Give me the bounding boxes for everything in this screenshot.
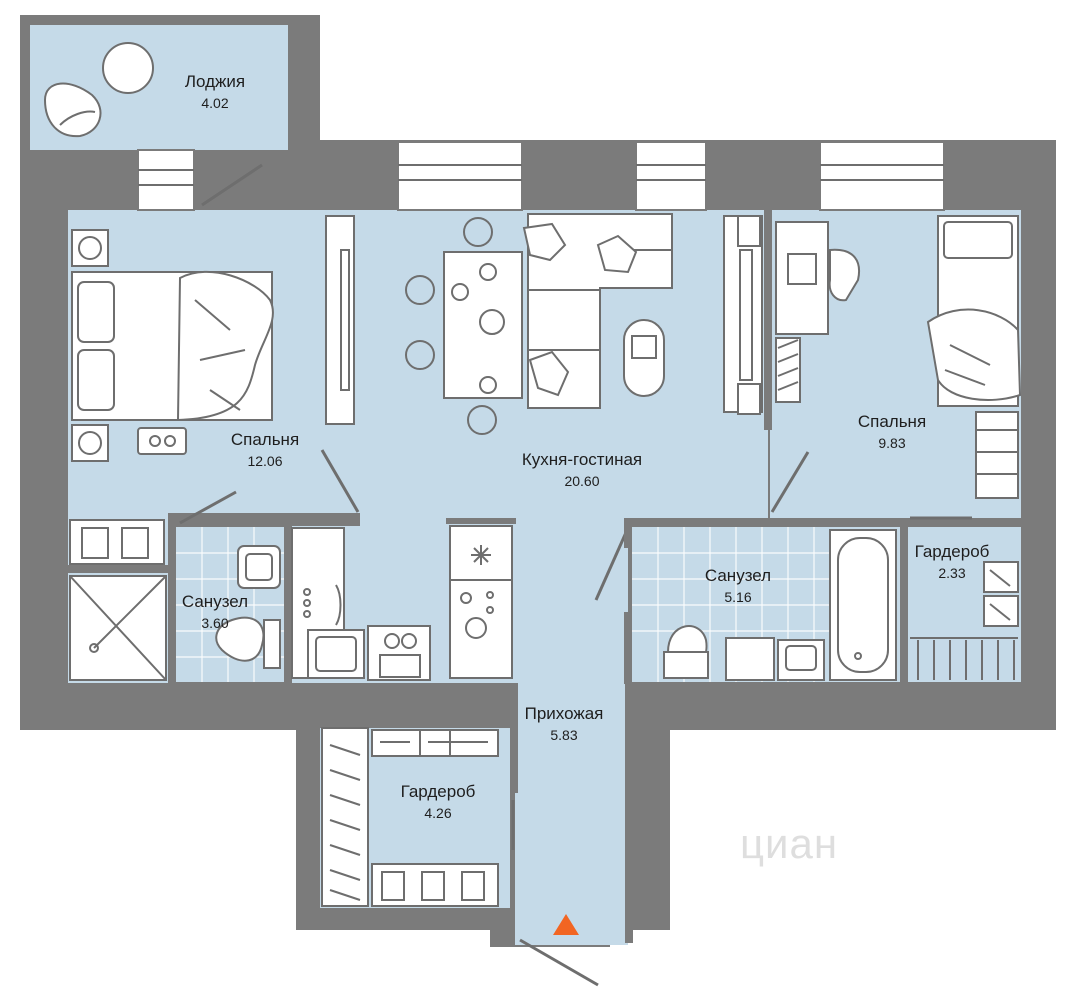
door-bath2 [594,527,630,601]
partitions [68,210,908,943]
entrance-marker-icon [553,914,579,935]
kitchen-furniture [291,525,513,681]
bedroom2-furniture [775,215,1022,499]
bedroom1-furniture [71,215,355,462]
window-2 [397,141,523,211]
bath2-fixtures [663,529,897,681]
window-3 [635,141,707,211]
doors [179,163,972,987]
bath-tiles [176,527,830,682]
living-furniture [405,213,763,435]
small-wardrobe-furniture [69,519,165,565]
bath1-fixtures [215,545,281,669]
windows [137,141,945,211]
window-4 [819,141,945,211]
door-entrance [519,938,599,987]
door-loggia [201,163,263,207]
window-1 [137,149,195,211]
hallway-floor [515,520,628,945]
door-bedroom2 [770,451,810,513]
door-bedroom1 [320,449,360,513]
wardrobe1-furniture [910,561,1019,680]
watermark: циан [740,820,839,867]
shower [69,575,167,681]
door-wardrobe-small [179,490,237,525]
loggia-furniture [43,42,154,138]
wardrobe2-furniture [321,727,499,907]
